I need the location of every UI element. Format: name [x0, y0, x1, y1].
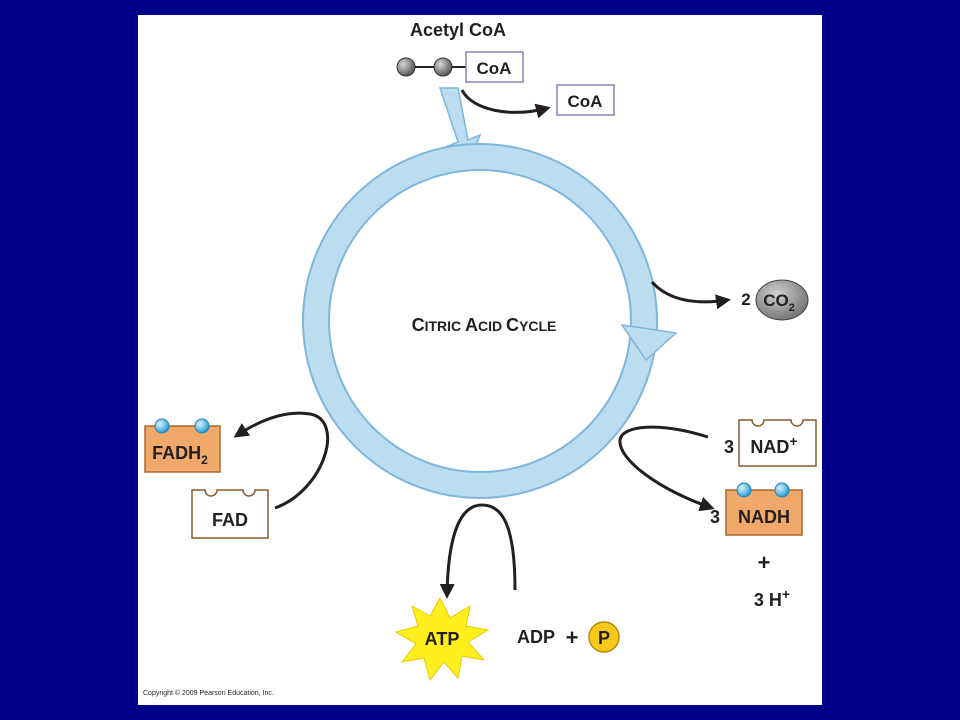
electron-icon	[154, 418, 170, 434]
co2-label: CO2	[763, 291, 795, 314]
electron-icon	[736, 482, 752, 498]
phosphate-icon	[588, 621, 620, 653]
acetyl-coa-box	[465, 51, 524, 83]
fad-reduction-arrow	[233, 411, 329, 510]
adp-label: ADP	[517, 627, 555, 647]
cycle-ring	[304, 145, 656, 497]
nadh-plus: +	[758, 550, 771, 575]
fadh2-label: FADH2	[152, 443, 208, 467]
cycle-label: CITRIC ACID CYCLE	[412, 315, 557, 335]
co2-coefficient: 2	[741, 290, 750, 309]
co2-molecule-icon	[755, 279, 809, 321]
nad-label: NAD+	[750, 433, 797, 457]
copyright-text: Copyright © 2009 Pearson Education, Inc.	[143, 689, 274, 697]
acetyl-coa-title: Acetyl CoA	[410, 20, 506, 40]
atp-star-icon	[394, 596, 490, 682]
phosphate-label: P	[598, 628, 610, 648]
electron-icon	[774, 482, 790, 498]
nad-box	[738, 419, 817, 467]
nadh-box	[725, 482, 803, 536]
nadh-label: NADH	[738, 507, 790, 527]
diagram-panel	[138, 15, 822, 705]
electron-icon	[194, 418, 210, 434]
fad-label: FAD	[212, 510, 248, 530]
nadh-coefficient: 3	[710, 507, 720, 527]
acetyl-group-icon	[396, 57, 466, 77]
atp-label: ATP	[425, 629, 460, 649]
fadh2-box	[144, 418, 221, 473]
adp-plus: +	[566, 625, 579, 650]
released-coa-box	[556, 84, 615, 116]
cycle-arrowhead	[620, 324, 678, 362]
released-coa-label: CoA	[568, 92, 603, 111]
atp-synthesis-arrow	[439, 503, 517, 599]
coa-release-arrow	[460, 89, 551, 119]
co2-arrow	[650, 280, 731, 310]
nad-reduction-arrow	[618, 425, 715, 512]
nad-coefficient: 3	[724, 437, 734, 457]
acetyl-coa-label: CoA	[477, 59, 512, 78]
hydrogen-ion-label: 3 H+	[754, 586, 790, 610]
fad-box	[191, 489, 269, 539]
